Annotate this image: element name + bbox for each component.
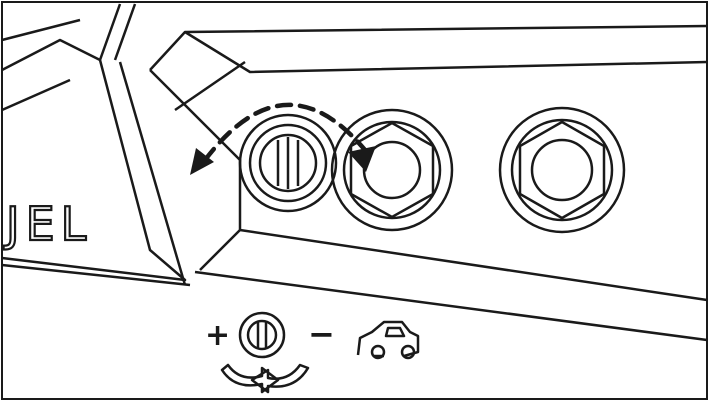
- arrowhead-right: [348, 146, 376, 172]
- left-body-panel: [1, 3, 191, 287]
- rotation-arrow: [190, 102, 376, 175]
- curved-arrows-icon: [220, 363, 310, 394]
- car-icon: [356, 320, 420, 360]
- hex-nut-icon: [330, 108, 454, 232]
- plus-symbol: +: [205, 318, 230, 353]
- minus-symbol: −: [308, 315, 335, 353]
- panel-label: JEL: [3, 197, 92, 251]
- carburetor-block: [149, 24, 708, 342]
- adjustment-legend: + −: [205, 311, 420, 394]
- arrowhead-left: [190, 148, 214, 175]
- slotted-screw-icon: [238, 113, 338, 213]
- hex-nut-icon: [498, 106, 626, 234]
- legend-screw-icon: [238, 311, 286, 359]
